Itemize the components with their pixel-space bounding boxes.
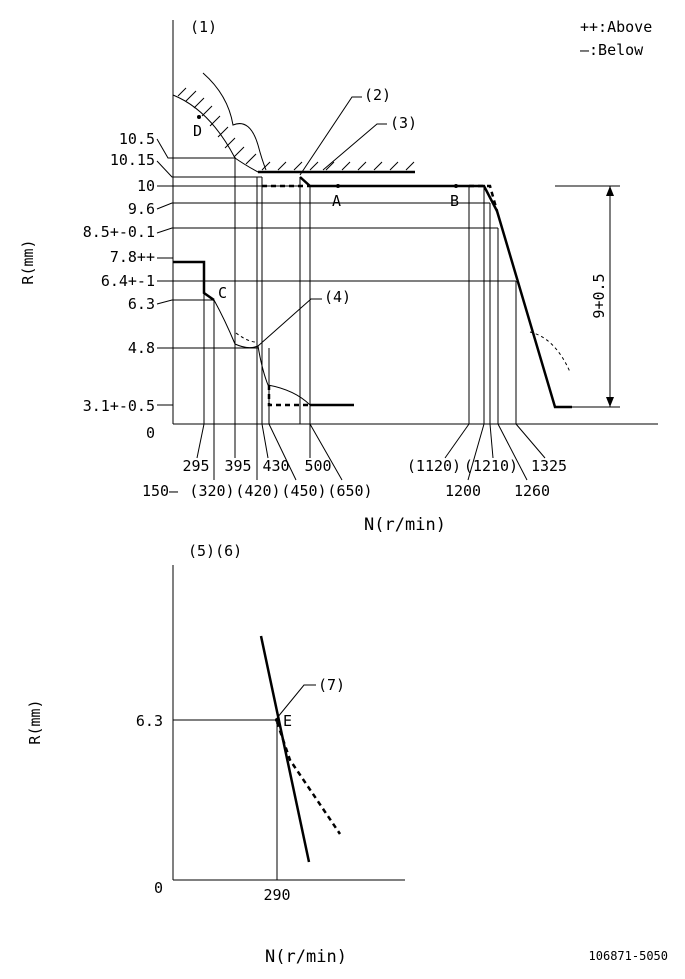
xleader-295 (196, 423, 205, 459)
top-chart: (1) R(mm) 10.5 10.15 10 9.6 8.5+-0.1 7.8… (19, 18, 658, 535)
document-code: 106871-5050 (589, 949, 668, 963)
x-tick-1260: 1260 (514, 482, 550, 500)
callout-2-leader (299, 96, 362, 176)
point-a-marker (336, 184, 340, 188)
outer-limit-curve (202, 72, 267, 171)
dashed-idle-curve (235, 332, 257, 343)
dashed-idle-low (267, 385, 310, 407)
x-tick-430: 430 (262, 457, 289, 475)
leader-6-3 (156, 299, 214, 305)
xleader-1210 (489, 423, 494, 459)
leader-10-5 (156, 138, 236, 159)
point-e-marker (275, 718, 279, 722)
y-tick-10: 10 (137, 177, 155, 195)
y-tick-10-15: 10.15 (110, 151, 155, 169)
xleader-430 (261, 423, 269, 459)
bottom-y-tick-0: 0 (154, 879, 163, 897)
dim-arrow-down (606, 397, 614, 407)
xleader-650 (309, 423, 343, 481)
callout-4: (4) (324, 288, 351, 306)
x-tick-395: 395 (224, 457, 251, 475)
x-tick-500: 500 (304, 457, 331, 475)
bottom-y-axis-label: R(mm) (26, 699, 44, 744)
y-tick-9-6: 9.6 (128, 200, 155, 218)
callout-2: (2) (364, 86, 391, 104)
dashed-high-curve (529, 331, 571, 373)
point-c-label: C (218, 284, 227, 302)
xleader-1120 (444, 423, 470, 459)
y-tick-10-5: 10.5 (119, 130, 155, 148)
x-tick-650: (650) (327, 482, 372, 500)
x-tick-1120: (1120) (407, 457, 461, 475)
callout-4-leader (257, 298, 322, 347)
xleader-1260 (497, 423, 528, 481)
bottom-x-tick-290: 290 (263, 886, 290, 904)
y-tick-8-5: 8.5+-0.1 (83, 223, 155, 241)
xleader-1325 (515, 423, 546, 459)
point-a-label: A (332, 192, 341, 210)
bottom-chart-header: (5)(6) (188, 542, 242, 560)
xleader-1200 (467, 423, 485, 481)
legend-above: ++:Above (580, 18, 652, 36)
top-y-axis-label: R(mm) (19, 239, 37, 284)
dim-arrow-up (606, 186, 614, 196)
bottom-x-axis-label: N(r/min) (265, 947, 347, 967)
x-tick-450: (450) (281, 482, 326, 500)
y-tick-0: 0 (146, 424, 155, 442)
x-tick-150: 150— (142, 482, 179, 500)
bottom-chart: (5)(6) R(mm) 6.3 0 290 N(r/min) E (7) (26, 542, 405, 967)
dashed-high-10 (469, 184, 499, 212)
leader-10-15 (156, 160, 262, 178)
point-d-marker (197, 115, 201, 119)
top-chart-header: (1) (190, 18, 217, 36)
y-tick-6-3: 6.3 (128, 295, 155, 313)
legend-below: —:Below (580, 41, 644, 59)
dim-label: 9+0.5 (590, 273, 608, 318)
point-d-label: D (193, 122, 202, 140)
x-tick-320: (320) (189, 482, 234, 500)
point-b-label: B (450, 192, 459, 210)
limit-hatching (177, 87, 415, 171)
bottom-y-tick-6-3: 6.3 (136, 712, 163, 730)
leader-9-6 (156, 202, 490, 210)
leader-8-5 (156, 227, 498, 234)
dashed-low-line (275, 721, 342, 835)
x-tick-420: (420) (235, 482, 280, 500)
x-tick-1210: (1210) (464, 457, 518, 475)
top-x-axis-label: N(r/min) (364, 515, 446, 535)
callout-3: (3) (390, 114, 417, 132)
full-load-limit-curve (172, 94, 259, 173)
y-tick-6-4: 6.4+-1 (101, 272, 155, 290)
y-tick-3-1: 3.1+-0.5 (83, 397, 155, 415)
xleader-450 (268, 423, 297, 481)
callout-3-leader (322, 123, 387, 171)
x-tick-1325: 1325 (531, 457, 567, 475)
callout-7-leader (276, 684, 316, 719)
x-tick-295: 295 (182, 457, 209, 475)
callout-7: (7) (318, 676, 345, 694)
x-tick-1200: 1200 (445, 482, 481, 500)
y-tick-4-8: 4.8 (128, 339, 155, 357)
point-b-marker (454, 184, 458, 188)
start-line (173, 260, 215, 302)
y-tick-7-8: 7.8++ (110, 248, 155, 266)
point-e-label: E (283, 712, 292, 730)
